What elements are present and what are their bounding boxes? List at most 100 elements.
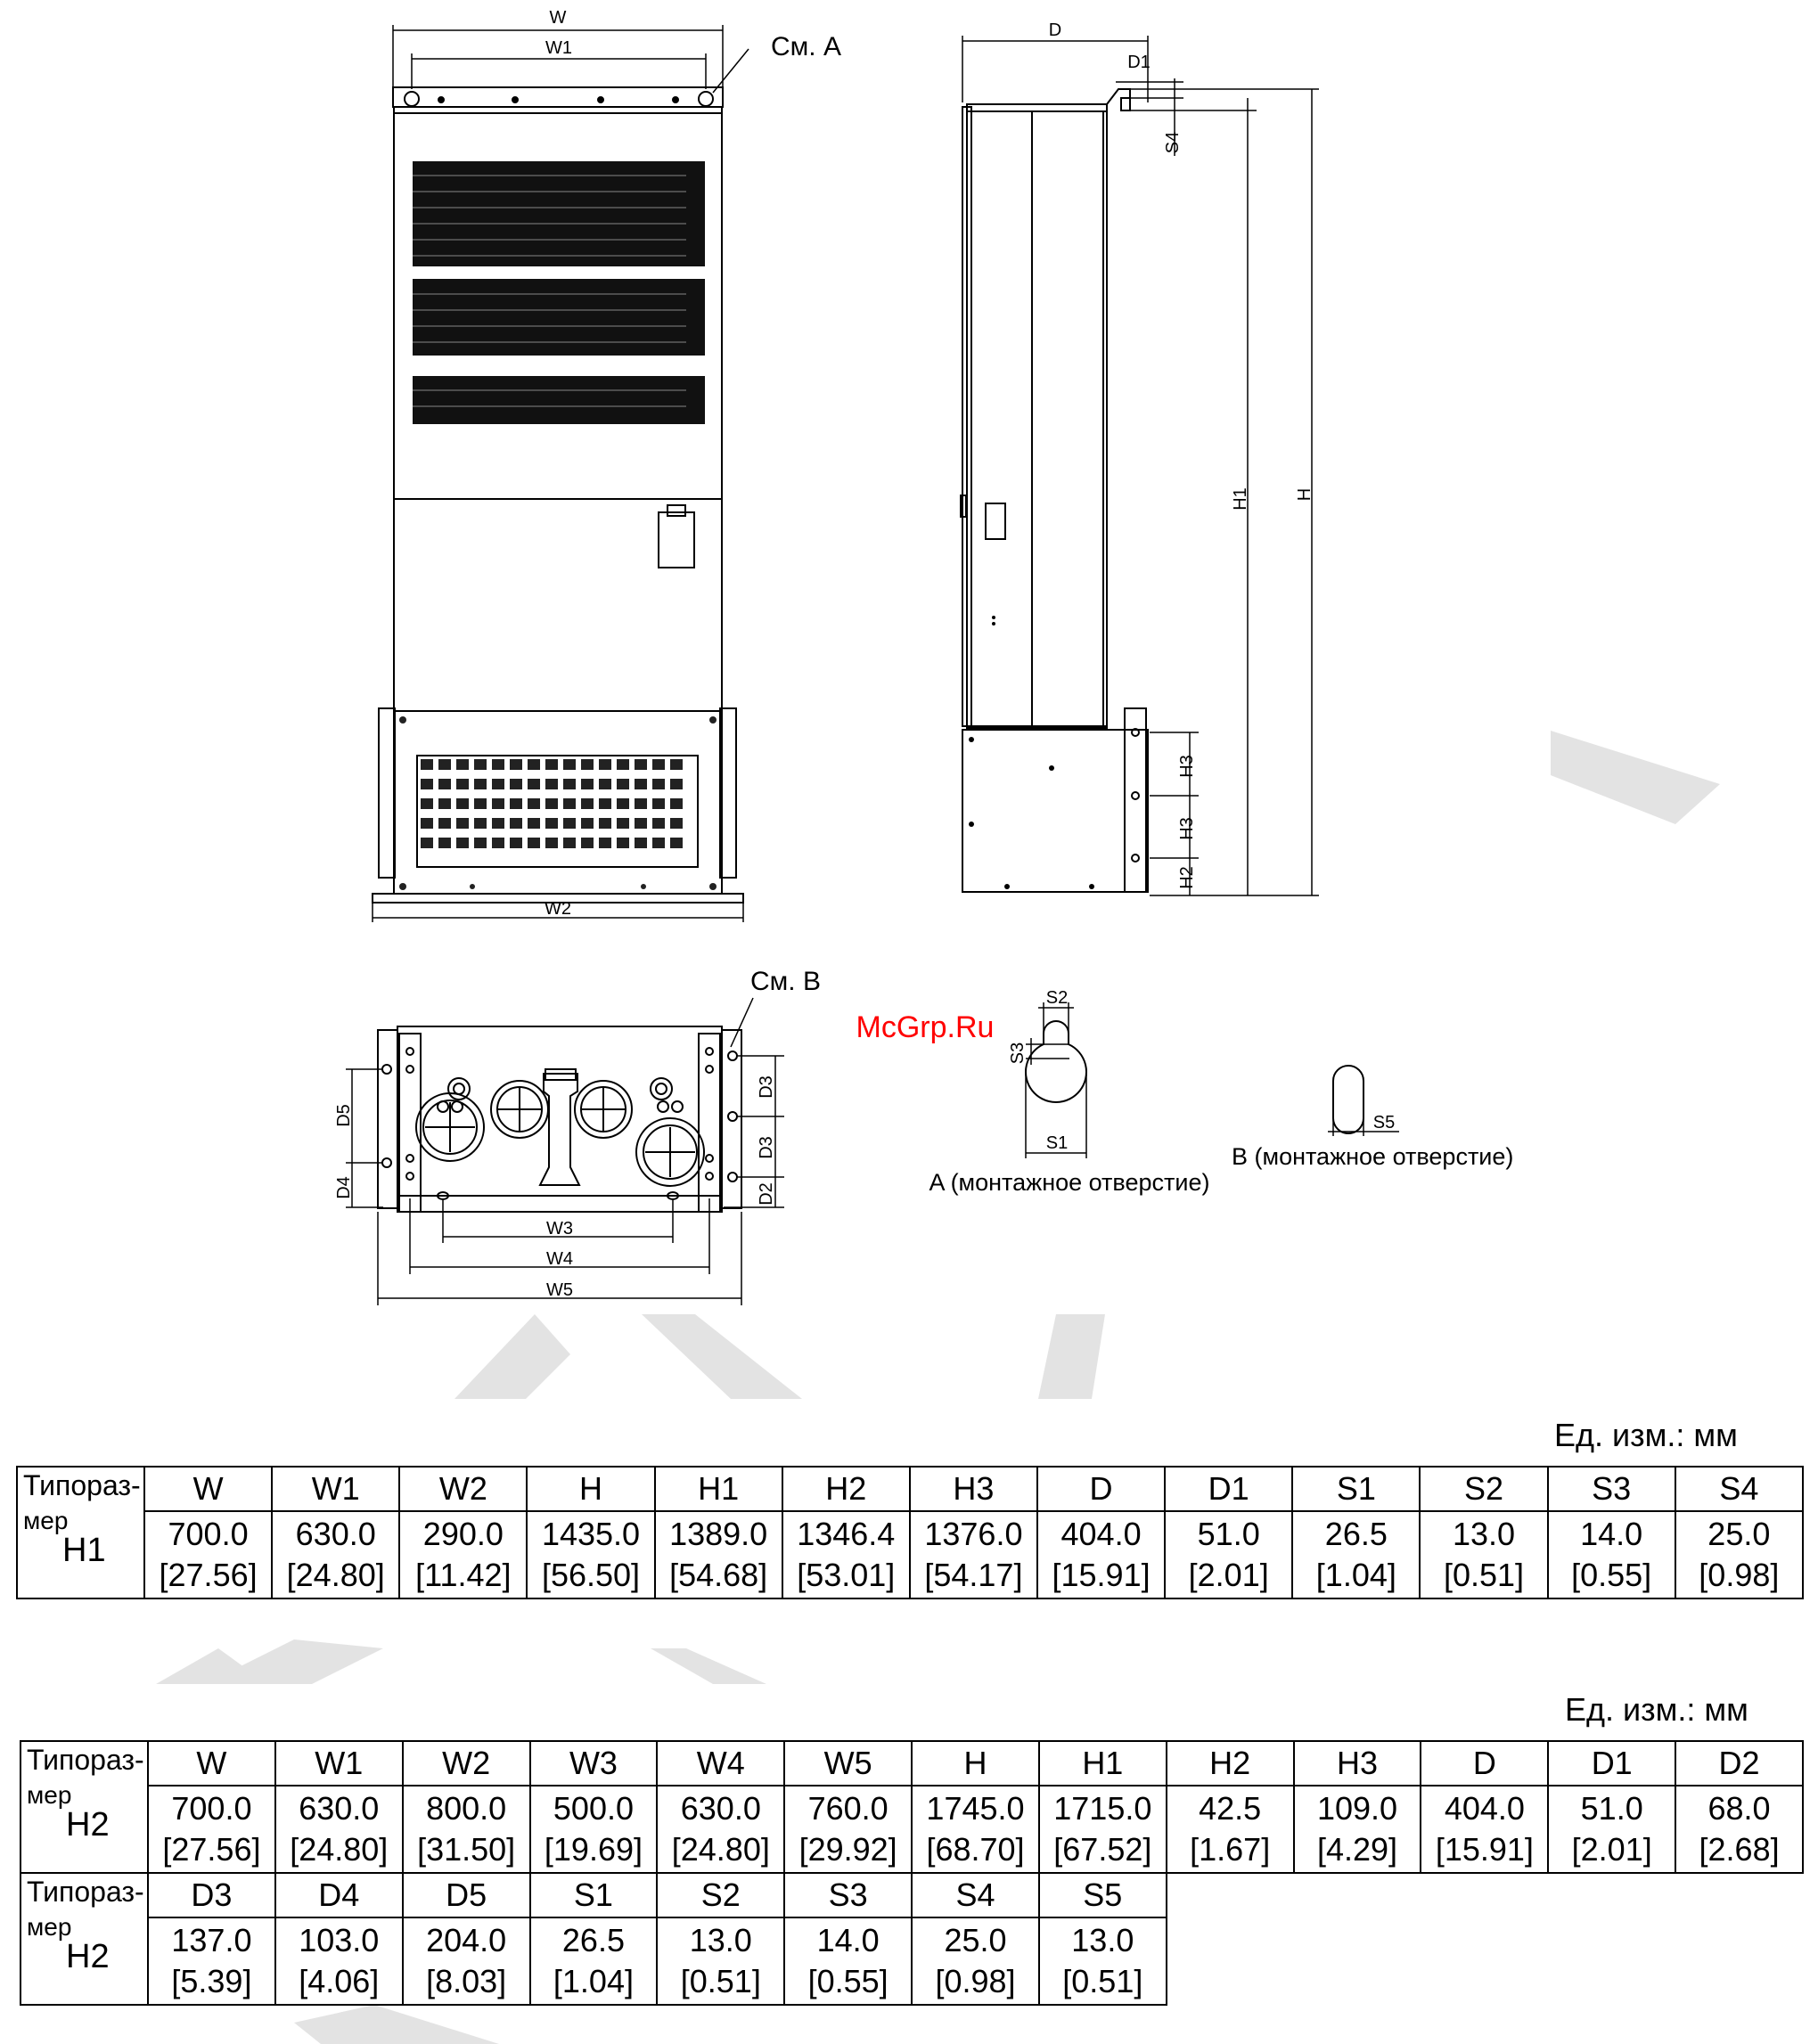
dim-w4-label: W4 <box>546 1249 573 1269</box>
table1-cell: 1435.0[56.50] <box>526 1510 656 1599</box>
background-watermark-shapes <box>156 731 1720 2044</box>
dim-d2-label: D2 <box>757 1182 776 1206</box>
table2-cell: 1715.0[67.52] <box>1037 1785 1167 1874</box>
detail-a-hole <box>1025 1020 1087 1103</box>
dim-d4-label: D4 <box>334 1176 354 1199</box>
table1-cell: 13.0[0.51] <box>1419 1510 1549 1599</box>
table2-header: W4 <box>656 1740 786 1786</box>
table1-header: S3 <box>1546 1466 1676 1512</box>
table2-cell: 800.0[31.50] <box>401 1785 531 1874</box>
dim-h2-label: H2 <box>1177 866 1197 889</box>
table2-header: D5 <box>401 1872 531 1918</box>
table1-cell: 26.5[1.04] <box>1291 1510 1421 1599</box>
table2-value-row-1: 700.0[27.56] 630.0[24.80] 800.0[31.50] 5… <box>20 1785 1804 1874</box>
table2-cell: 26.5[1.04] <box>528 1917 659 2006</box>
table2-header: W5 <box>783 1740 913 1786</box>
table2-cell: 109.0[4.29] <box>1292 1785 1422 1874</box>
table2-cell: 760.0[29.92] <box>783 1785 913 1874</box>
table2-cell: 137.0[5.39] <box>147 1917 276 2006</box>
dim-h3a-label: H3 <box>1177 755 1197 778</box>
detail-a-s3-label: S3 <box>1008 1042 1028 1064</box>
table1-header-row: Типораз- мер H1 W W1 W2 H H1 H2 H3 D D1 … <box>16 1466 1805 1599</box>
table2-header: D2 <box>1675 1740 1804 1786</box>
table2-type-cell-2: Типораз- мер H2 <box>20 1872 149 2006</box>
table2-type-cell: Типораз- мер H2 <box>20 1740 149 1874</box>
dim-d-label: D <box>1049 20 1061 40</box>
dim-w3-label: W3 <box>546 1219 573 1239</box>
table2-cell: 68.0[2.68] <box>1675 1785 1804 1874</box>
detail-a-caption: A (монтажное отверстие) <box>929 1169 1210 1196</box>
table2-header: S5 <box>1037 1872 1167 1918</box>
table2-unit: Ед. изм.: мм <box>1565 1691 1748 1728</box>
table2-header: D <box>1420 1740 1550 1786</box>
table2-header: H3 <box>1292 1740 1422 1786</box>
table2-header: W3 <box>528 1740 659 1786</box>
table2-cell: 103.0[4.06] <box>274 1917 404 2006</box>
dim-s4-label: S4 <box>1163 132 1183 153</box>
detail-b-s5-label: S5 <box>1373 1113 1395 1132</box>
table1-type-header-2: мер <box>23 1507 69 1534</box>
table1-cell: 14.0[0.55] <box>1546 1510 1676 1599</box>
table2-type-header: Типораз- <box>27 1744 144 1776</box>
table1-header: W1 <box>271 1466 401 1512</box>
dim-w5-label: W5 <box>546 1280 573 1300</box>
table2-header: S1 <box>528 1872 659 1918</box>
table1-type-code: H1 <box>62 1532 106 1569</box>
table1-header: D <box>1036 1466 1167 1512</box>
dim-w1-label: W1 <box>545 38 572 58</box>
table1-value-row: 700.0[27.56] 630.0[24.80] 290.0[11.42] 1… <box>17 1510 1805 1599</box>
table1-type-cell: Типораз- мер H1 <box>16 1466 145 1599</box>
table1-header: S2 <box>1419 1466 1549 1512</box>
table2-header: H2 <box>1165 1740 1295 1786</box>
table2-header: D1 <box>1547 1740 1677 1786</box>
table1-header: H3 <box>908 1466 1038 1512</box>
table2-cell: 13.0[0.51] <box>656 1917 786 2006</box>
table2-header: H <box>911 1740 1040 1786</box>
table1-unit: Ед. изм.: мм <box>1554 1417 1738 1453</box>
table2-type-header-2: мер <box>27 1781 72 1809</box>
table1-cell: 1389.0[54.68] <box>653 1510 783 1599</box>
dim-w2-label: W2 <box>545 899 571 919</box>
table2-header: W2 <box>401 1740 531 1786</box>
side-dimensions <box>962 36 1319 896</box>
table1-cell: 51.0[2.01] <box>1164 1510 1294 1599</box>
table1-cell: 25.0[0.98] <box>1674 1510 1805 1599</box>
table2-cell: 1745.0[68.70] <box>911 1785 1040 1874</box>
table2-type-code: H2 <box>66 1938 110 1975</box>
table1-header: H <box>526 1466 656 1512</box>
table2-cell: 630.0[24.80] <box>656 1785 786 1874</box>
table2-cell: 630.0[24.80] <box>274 1785 404 1874</box>
table2-header: S4 <box>911 1872 1040 1918</box>
table1-cell: 1346.4[53.01] <box>781 1510 911 1599</box>
table2-cell: 204.0[8.03] <box>401 1917 531 2006</box>
dim-d3a-label: D3 <box>757 1075 776 1099</box>
dimensions-table-h2: Типораз- мер H2 W W1 W2 W3 W4 W5 H H1 H2… <box>20 1740 1804 2006</box>
detail-b-hole <box>1332 1065 1364 1134</box>
table1-cell: 700.0[27.56] <box>143 1510 274 1599</box>
table1-cell: 1376.0[54.17] <box>908 1510 1038 1599</box>
table1-header: H2 <box>781 1466 911 1512</box>
table2-header-row-1: Типораз- мер H2 W W1 W2 W3 W4 W5 H H1 H2… <box>20 1740 1804 1874</box>
table2-value-row-2: 137.0[5.39] 103.0[4.06] 204.0[8.03] 26.5… <box>20 1917 1803 2006</box>
table1-cell: 630.0[24.80] <box>271 1510 401 1599</box>
table1-header: W2 <box>398 1466 528 1512</box>
detail-b-dimensions <box>1328 1118 1399 1136</box>
side-view <box>960 88 1149 893</box>
table1-header: S1 <box>1291 1466 1421 1512</box>
dim-h1-label: H1 <box>1231 487 1250 511</box>
dim-h3b-label: H3 <box>1177 817 1197 840</box>
dim-w-label: W <box>550 8 567 28</box>
callout-a: См. A <box>771 32 841 61</box>
table2-cell: 42.5[1.67] <box>1165 1785 1295 1874</box>
table2-header: W <box>147 1740 276 1786</box>
table2-cell: 700.0[27.56] <box>147 1785 276 1874</box>
table1-cell: 290.0[11.42] <box>398 1510 528 1599</box>
table2-cell: 51.0[2.01] <box>1547 1785 1677 1874</box>
table2-cell: 500.0[19.69] <box>528 1785 659 1874</box>
front-view <box>372 86 744 903</box>
table2-header: S2 <box>656 1872 786 1918</box>
detail-a-s2-label: S2 <box>1046 988 1068 1008</box>
table1-header: H1 <box>653 1466 783 1512</box>
detail-a-s1-label: S1 <box>1046 1133 1068 1153</box>
